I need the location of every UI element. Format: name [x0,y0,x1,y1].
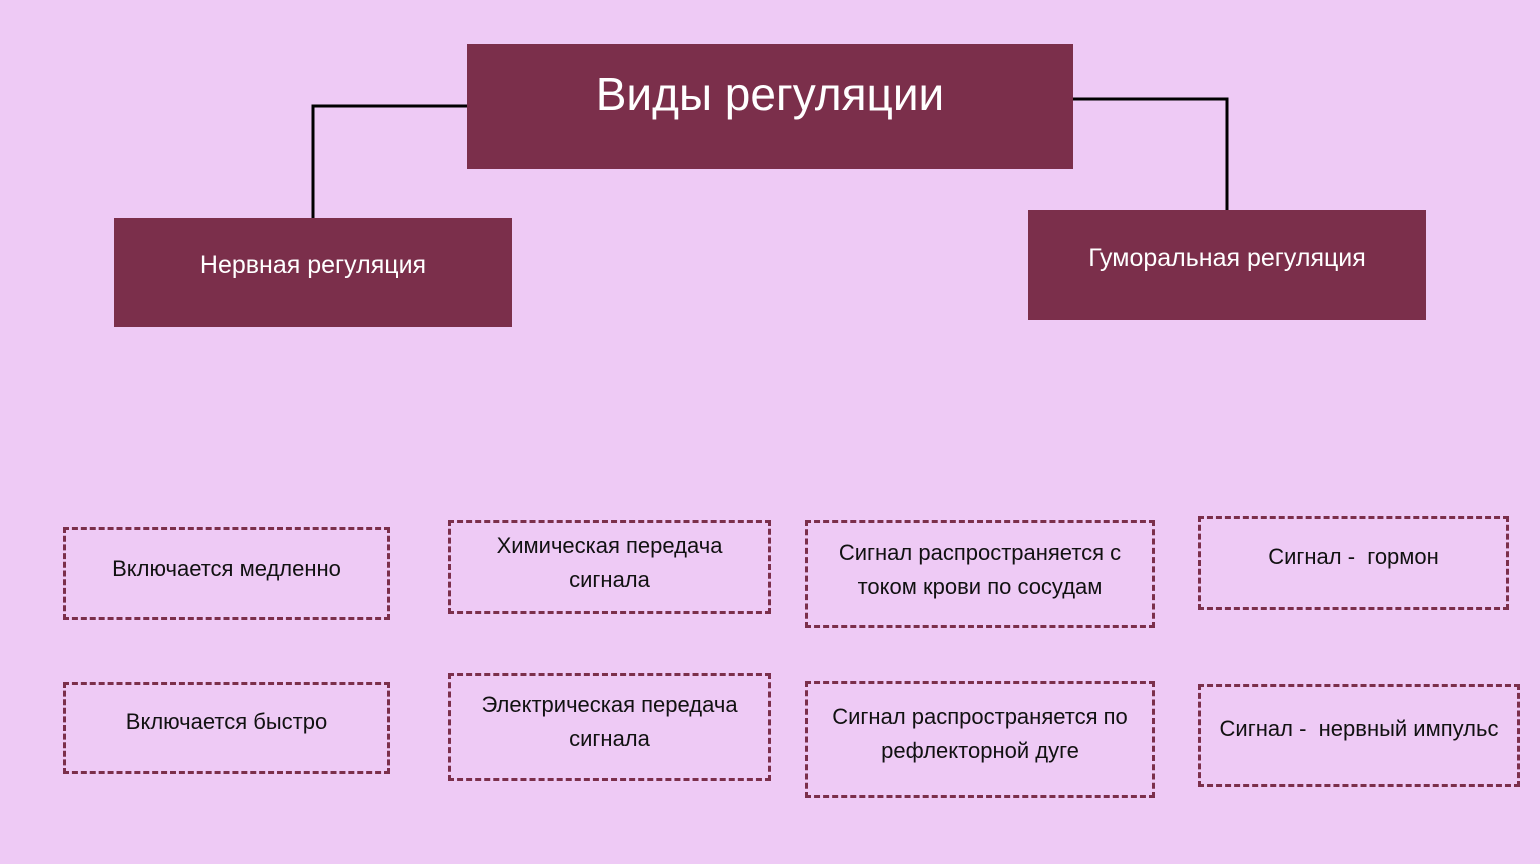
card-text-line2: сигнала [569,726,650,751]
connector-to-nervous [311,104,467,218]
card-fast-activation: Включается быстро [63,682,390,774]
card-electrical-transmission: Электрическая передача сигнала [448,673,771,781]
card-signal-hormone: Сигнал - гормон [1198,516,1509,610]
title-box: Виды регуляции [467,44,1073,169]
card-text: Включается медленно [112,556,341,581]
humoral-regulation-label: Гуморальная регуляция [1088,244,1366,272]
title-text: Виды регуляции [595,68,945,120]
card-text: Сигнал - гормон [1268,544,1439,569]
card-reflex-arc: Сигнал распространяется по рефлекторной … [805,681,1155,798]
card-chemical-transmission: Химическая передача сигнала [448,520,771,614]
card-slow-activation: Включается медленно [63,527,390,620]
card-signal-nerve-impulse: Сигнал - нервный импульс [1198,684,1520,787]
card-text-line1: Химическая передача [496,533,723,558]
card-text-line2: рефлекторной дуге [881,738,1079,763]
card-text: Включается быстро [125,709,328,734]
nervous-regulation-label: Нервная регуляция [199,251,427,279]
card-text-line1: Сигнал распространяется с [838,540,1122,565]
humoral-regulation-box: Гуморальная регуляция [1028,210,1426,320]
card-blood-flow: Сигнал распространяется с током крови по… [805,520,1155,628]
card-text-line2: током крови по сосудам [857,574,1103,599]
card-text-line1: Сигнал распространяется по [832,704,1128,729]
card-text-line2: сигнала [569,567,650,592]
nervous-regulation-box: Нервная регуляция [114,218,512,327]
connector-to-humoral [1073,97,1229,210]
card-text: Сигнал - нервный импульс [1219,716,1499,741]
card-text-line1: Электрическая передача [481,692,738,717]
